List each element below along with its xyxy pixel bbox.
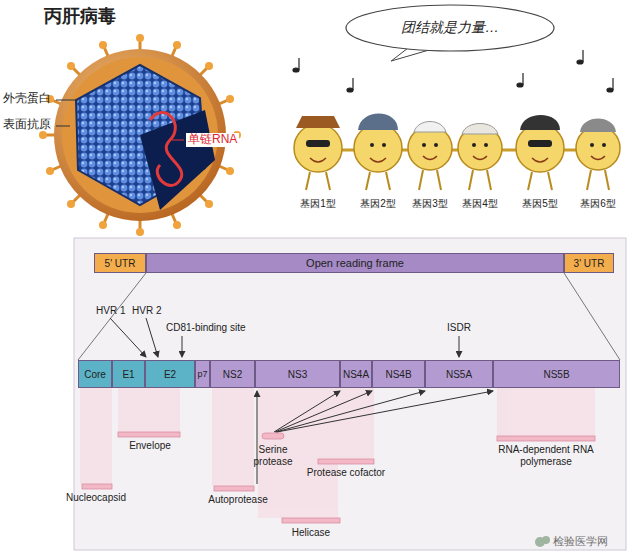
speech-bubble: 团结就是力量… xyxy=(345,4,555,52)
function-label: Helicase xyxy=(292,527,330,539)
node-text: Core xyxy=(84,369,106,380)
part-label: 外壳蛋白 xyxy=(3,92,51,106)
protein-segment: NS5B xyxy=(493,360,620,388)
protein-segment: NS4B xyxy=(372,360,425,388)
protein-segment: NS4A xyxy=(340,360,372,388)
node-text: E1 xyxy=(122,369,134,380)
protein-segment: NS3 xyxy=(255,360,340,388)
node-text: NS4B xyxy=(385,369,411,380)
protein-segment: E2 xyxy=(145,360,195,388)
genotype-label: 基因2型 xyxy=(360,198,396,210)
function-label: Autoprotease xyxy=(208,494,268,506)
node-text: 3' UTR xyxy=(574,258,605,269)
protein-segment: Core xyxy=(78,360,112,388)
node-text: NS4A xyxy=(343,369,369,380)
orf-bar: Open reading frame xyxy=(146,253,564,273)
title-text: 丙肝病毒 xyxy=(44,6,116,27)
utr-box: 3' UTR xyxy=(564,253,614,273)
region-label: HVR 2 xyxy=(132,305,161,317)
region-label: ISDR xyxy=(447,322,471,334)
node-text: 5' UTR xyxy=(105,258,136,269)
function-label: Envelope xyxy=(129,440,171,452)
region-label: HVR 1 xyxy=(96,305,125,317)
node-text: p7 xyxy=(197,369,207,379)
genome-panel xyxy=(74,238,626,550)
part-label: 单链RNA xyxy=(186,133,239,147)
node-text: Open reading frame xyxy=(306,257,404,269)
region-label: CD81-binding site xyxy=(166,322,246,334)
node-text: NS5A xyxy=(446,369,472,380)
watermark: 检验医学网 xyxy=(553,535,608,548)
protein-segment: NS2 xyxy=(210,360,255,388)
part-label: 表面抗原 xyxy=(3,118,51,132)
genotype-label: 基因6型 xyxy=(580,198,616,210)
genotype-label: 基因4型 xyxy=(462,198,498,210)
node-text: NS5B xyxy=(543,369,569,380)
protein-segment: NS5A xyxy=(425,360,493,388)
protein-segment: E1 xyxy=(112,360,145,388)
node-text: NS2 xyxy=(223,369,242,380)
protein-segment: p7 xyxy=(195,360,210,388)
virus-figure xyxy=(39,34,241,236)
node-text: E2 xyxy=(164,369,176,380)
genotype-label: 基因5型 xyxy=(522,198,558,210)
node-text: NS3 xyxy=(288,369,307,380)
genotype-label: 基因1型 xyxy=(300,198,336,210)
genotype-label: 基因3型 xyxy=(412,198,448,210)
genotype-cartoon xyxy=(293,50,620,190)
function-label: Nucleocapsid xyxy=(66,492,126,504)
function-label: Protease cofactor xyxy=(307,467,385,479)
function-label: Serine protease xyxy=(244,444,302,467)
utr-box: 5' UTR xyxy=(94,253,146,273)
node-text: 团结就是力量… xyxy=(401,19,499,37)
function-label: RNA-dependent RNA polymerase xyxy=(490,444,602,467)
